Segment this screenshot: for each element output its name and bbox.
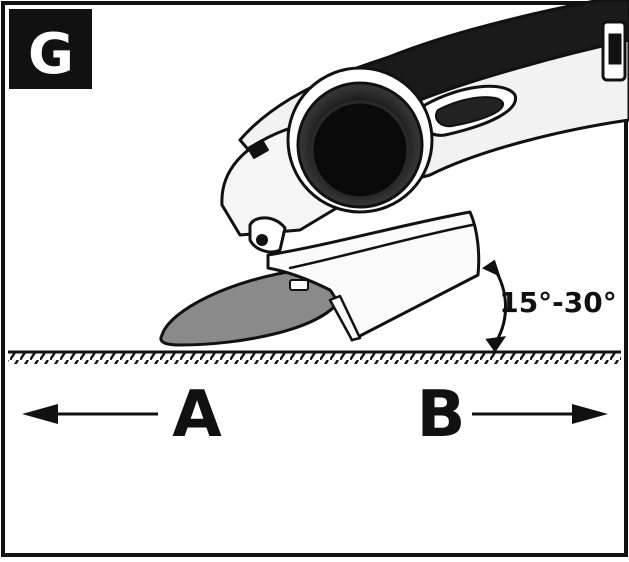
surface-hatching	[8, 352, 621, 364]
direction-label-b: B	[417, 378, 466, 452]
angle-grinder-icon	[159, 0, 629, 347]
panel-label-box	[9, 9, 92, 89]
panel-label: G	[28, 22, 74, 87]
arrow-left-icon	[22, 404, 158, 424]
curved-double-arrow-icon	[481, 259, 507, 353]
angle-label: 15°-30°	[499, 286, 617, 319]
direction-label-a: A	[172, 378, 222, 452]
arrow-right-icon	[472, 404, 608, 424]
